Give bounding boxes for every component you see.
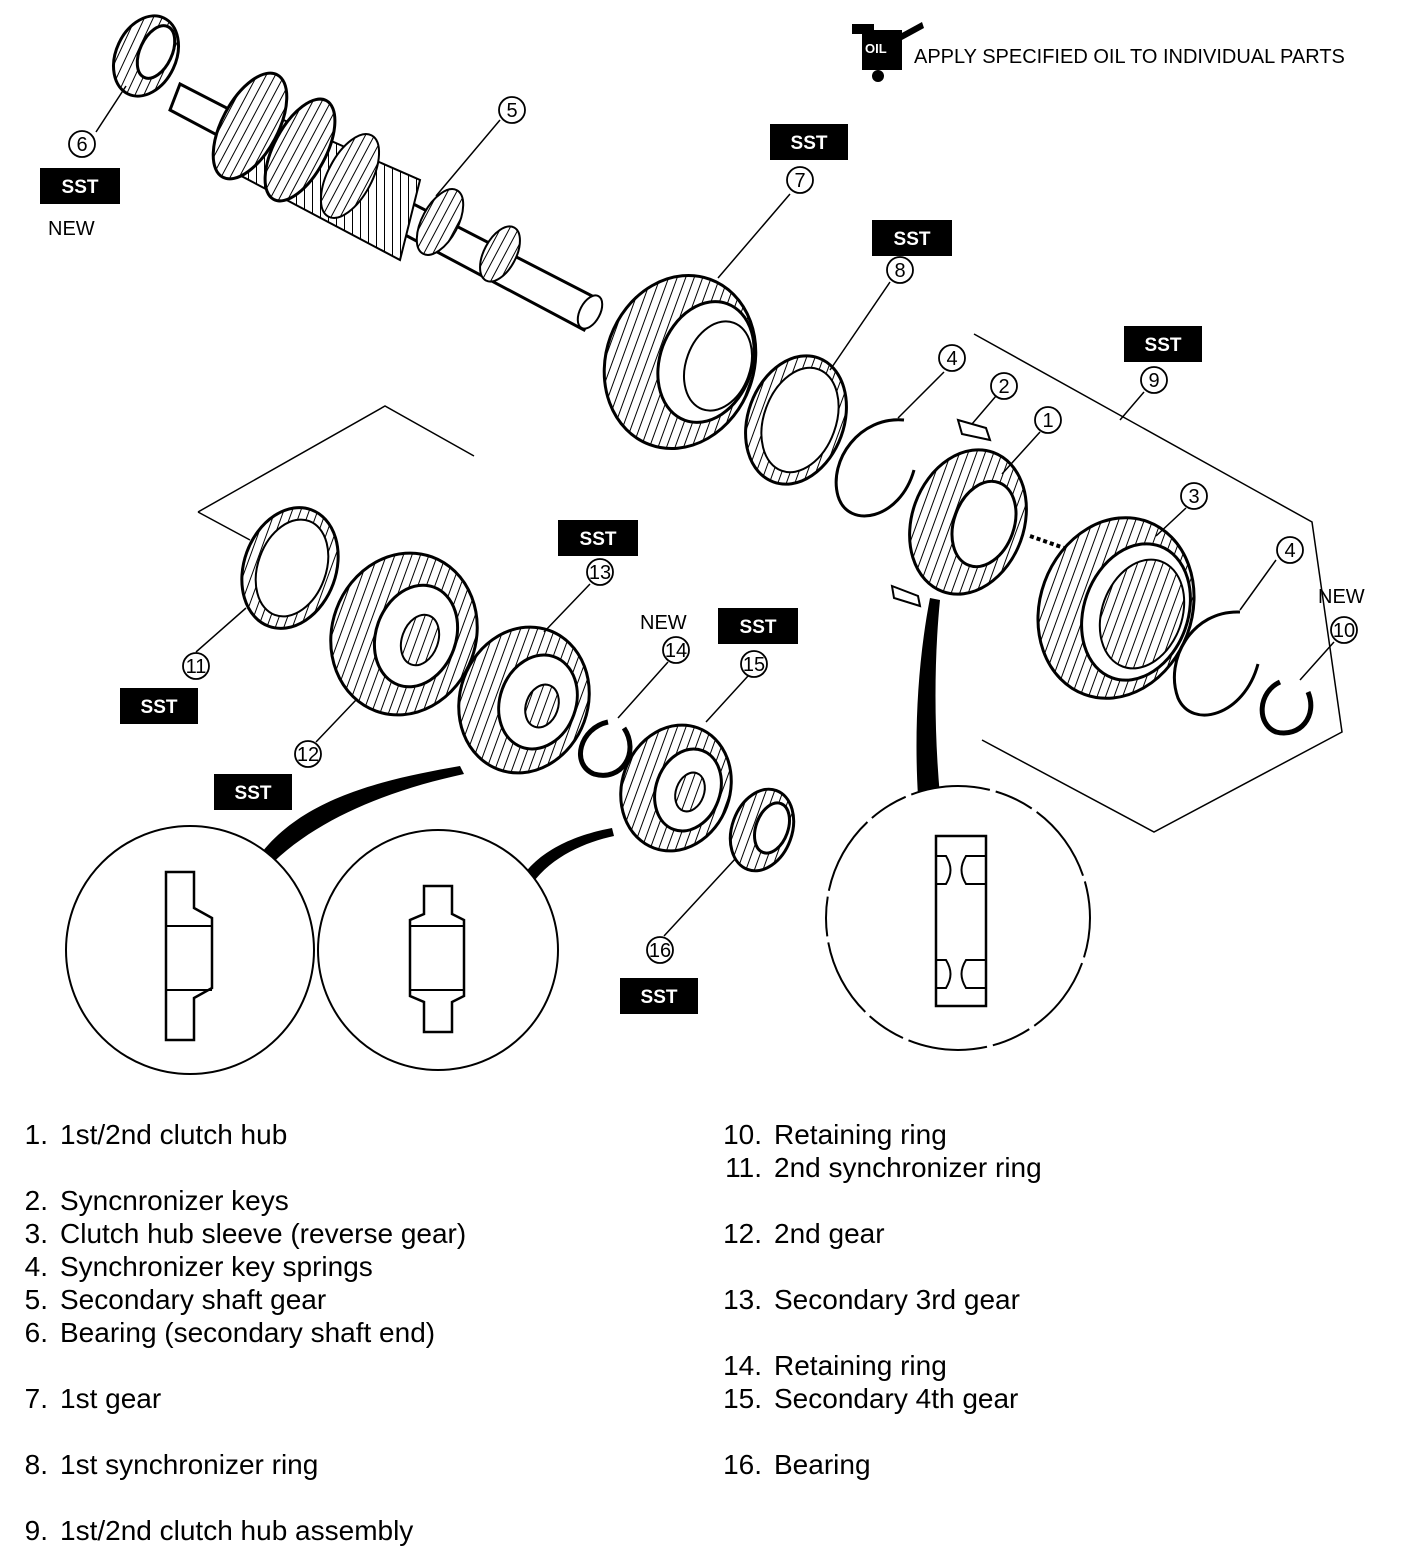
sst-tag-16: SST	[641, 987, 678, 1008]
oil-note: APPLY SPECIFIED OIL TO INDIVIDUAL PARTS	[914, 46, 1345, 68]
part-2-synchronizer-key-lower	[890, 584, 922, 608]
callout-15: 15	[743, 654, 765, 676]
part-6-bearing	[112, 14, 180, 98]
sst-tag-6: SST	[62, 177, 99, 198]
legend-item: 6.Bearing (secondary shaft end)	[24, 1317, 436, 1348]
part-5-secondary-shaft	[168, 71, 604, 333]
part-15-secondary-4th-gear	[619, 723, 733, 853]
callout-1: 1	[1042, 410, 1053, 432]
callout-13: 13	[589, 562, 611, 584]
part-2-synchronizer-key	[956, 418, 992, 442]
leader-lines	[95, 85, 1335, 937]
legend-item: 9.1st/2nd clutch hub assembly	[24, 1515, 414, 1546]
callout-10: 10	[1333, 620, 1355, 642]
sst-tag-12: SST	[235, 783, 272, 804]
part-7-1st-gear	[602, 274, 758, 450]
callout-circles	[68, 96, 1358, 964]
part-4-key-spring-upper	[834, 418, 916, 518]
sst-tag-11: SST	[141, 697, 178, 718]
legend-item: 16.Bearing	[723, 1449, 871, 1480]
sst-tag-7: SST	[791, 133, 828, 154]
callout-8: 8	[894, 260, 905, 282]
part-8-synchronizer-ring	[744, 354, 848, 486]
legend-item: 2.Syncnronizer keys	[24, 1185, 289, 1216]
sst-tag-9: SST	[1145, 335, 1182, 356]
legend-item: 14.Retaining ring	[723, 1350, 947, 1381]
parts-legend-left: 1.1st/2nd clutch hub 2.Syncnronizer keys…	[18, 1118, 467, 1547]
legend-item: 7.1st gear	[24, 1383, 162, 1414]
callout-6: 6	[76, 134, 87, 156]
assembly-bracket-9	[973, 333, 1343, 833]
sst-tag-8: SST	[894, 229, 931, 250]
part-13-secondary-3rd-gear	[457, 625, 591, 775]
callout-4-lower: 4	[1284, 540, 1295, 562]
callout-14: 14	[665, 640, 687, 662]
legend-item: 12.2nd gear	[723, 1218, 885, 1249]
legend-item: 3.Clutch hub sleeve (reverse gear)	[24, 1218, 467, 1249]
detail-circle-gear-13	[65, 766, 464, 1075]
exploded-view-diagram: OIL APPLY SPECIFIED OIL TO INDIVIDUAL PA…	[40, 14, 1365, 1075]
part-3-clutch-hub-sleeve	[1036, 516, 1196, 700]
legend-item: 8.1st synchronizer ring	[24, 1449, 319, 1480]
legend-item: 5.Secondary shaft gear	[24, 1284, 327, 1315]
part-12-2nd-gear	[329, 551, 479, 717]
legend-item: 13.Secondary 3rd gear	[723, 1284, 1020, 1315]
callout-numbers: 1 2 3 4 4 5 6 7 8 9 10 11 12 13 14 15 16	[76, 100, 1355, 962]
callout-5: 5	[506, 100, 517, 122]
part-14-retaining-ring	[578, 719, 633, 778]
callout-2: 2	[998, 376, 1009, 398]
callout-11: 11	[186, 656, 207, 678]
callout-4-upper: 4	[946, 348, 957, 370]
oil-icon-label: OIL	[865, 41, 887, 56]
part-16-bearing	[728, 787, 796, 873]
sst-tag-13: SST	[580, 529, 617, 550]
new-label-10: NEW	[1318, 586, 1365, 608]
oil-can-icon: OIL	[852, 22, 924, 82]
sst-tag-15: SST	[740, 617, 777, 638]
callout-7: 7	[794, 170, 805, 192]
new-label-6: NEW	[48, 218, 95, 240]
sst-tags: SST SST SST SST SST SST SST SST SST	[40, 124, 1202, 1014]
legend-item: 1.1st/2nd clutch hub	[24, 1119, 288, 1150]
callout-12: 12	[297, 744, 319, 766]
parts-legend-right: 10.Retaining ring 11.2nd synchronizer ri…	[718, 1118, 1042, 1481]
assembly-bracket-11-12	[197, 405, 475, 541]
legend-item: 15.Secondary 4th gear	[723, 1383, 1019, 1414]
legend-item: 11.2nd synchronizer ring	[725, 1152, 1042, 1183]
legend-item: 10.Retaining ring	[723, 1119, 947, 1150]
detail-circle-gear-15	[317, 828, 614, 1071]
part-11-synchronizer-ring	[240, 506, 340, 630]
new-label-14: NEW	[640, 612, 687, 634]
callout-9: 9	[1148, 370, 1159, 392]
part-1-clutch-hub	[908, 448, 1065, 596]
legend-item: 4.Synchronizer key springs	[24, 1251, 373, 1282]
part-10-retaining-ring	[1259, 679, 1314, 736]
part-4-key-spring-lower	[1172, 610, 1260, 717]
callout-16: 16	[649, 940, 671, 962]
detail-circle-clutch-hub	[825, 598, 1091, 1051]
callout-3: 3	[1188, 486, 1199, 508]
